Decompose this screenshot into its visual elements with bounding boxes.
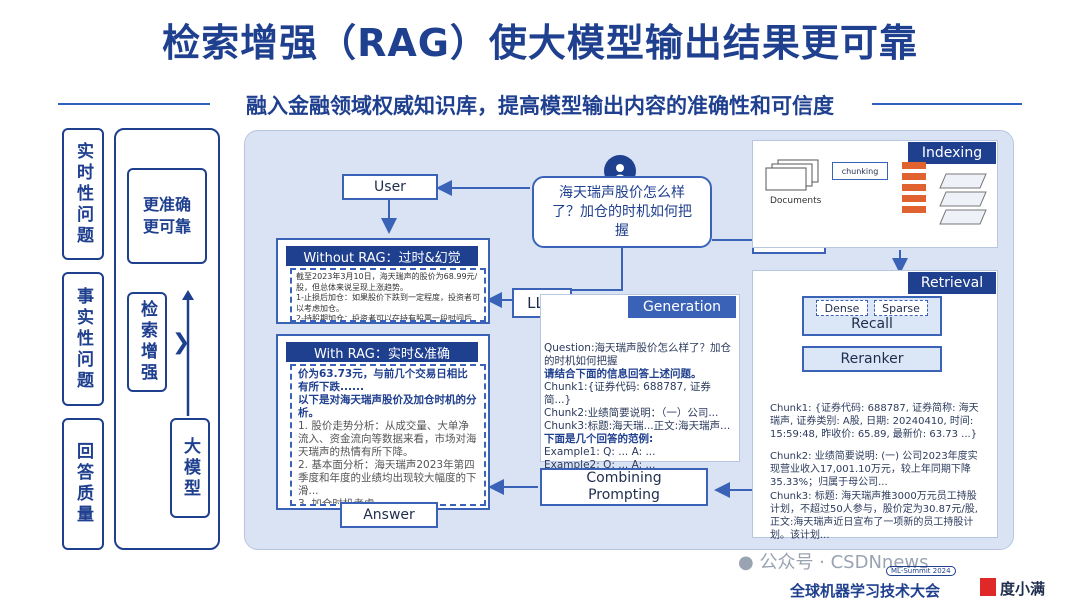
prompt-example-1: Example1: Q: ... A: ...: [544, 446, 656, 458]
with-rag-bold-text: 价为63.73元，与前几个交易日相比有所下跌...... 以下是对海天瑞声股价及…: [298, 368, 477, 419]
retrieval-chunk-1: Chunk1: {证券代码: 688787, 证券简称: 海天瑞声, 证券类别:…: [770, 403, 979, 440]
reranker-node: Reranker: [802, 346, 942, 372]
retrieval-chunk-3: Chunk3: 标题: 海天瑞声推3000万元员工持股计划，不超过50人参与，股…: [770, 491, 978, 541]
subtitle-right-rule: [872, 103, 1022, 105]
conference-name: 全球机器学习技术大会: [790, 582, 941, 600]
chunking-label: chunking: [832, 162, 888, 180]
ml-summit-logo: ML-Summit 2024: [886, 566, 956, 576]
subtitle-left-rule: [58, 103, 210, 105]
combining-prompting-node: Combining Prompting: [540, 468, 708, 506]
prompt-chunk-2: Chunk2:业绩简要说明：（一）公司...: [544, 407, 719, 419]
chunks-stack-icon: [902, 162, 926, 213]
question-bubble: 海天瑞声股价怎么样了？加仓的时机如何把握: [532, 176, 712, 248]
tag-realtime: 实时性问题: [62, 128, 104, 260]
prompt-question: Question:海天瑞声股价怎么样了？加仓的时机如何把握: [544, 342, 731, 367]
dense-label: Dense: [816, 300, 868, 316]
documents-label: Documents: [770, 196, 822, 206]
generation-panel: [540, 294, 740, 462]
without-rag-text: 截至2023年3月10日，海天瑞声的股价为68.99元/股，但总体来说呈现上涨趋…: [296, 272, 480, 322]
sparse-label: Sparse: [874, 300, 928, 316]
page-subtitle: 融入金融领域权威知识库，提高模型输出内容的准确性和可信度: [246, 94, 834, 118]
indexing-header: Indexing: [908, 142, 996, 164]
recall-label: Recall: [851, 316, 893, 332]
brand-logo-icon: [980, 578, 996, 596]
prompt-chunk-1: Chunk1:{证券代码: 688787, 证券简...}: [544, 381, 711, 406]
chevron-right-icon: ❯: [172, 330, 191, 355]
without-rag-dashed: 截至2023年3月10日，海天瑞声的股价为68.99元/股，但总体来说呈现上涨趋…: [290, 268, 486, 322]
generation-header: Generation: [628, 296, 736, 318]
page-title: 检索增强（RAG）使大模型输出结果更可靠: [162, 21, 918, 65]
documents-icon: [765, 159, 819, 191]
tag-answer-quality: 回答质量: [62, 418, 104, 550]
brand-name: 度小满: [1000, 580, 1046, 598]
more-reliable-box: 更准确 更可靠: [127, 168, 207, 264]
wechat-icon: ●: [738, 552, 754, 573]
with-rag-text: 1. 股价走势分析：从成交量、大单净流入、资金流向等数据来看，市场对海天瑞声的热…: [298, 420, 477, 506]
prompt-text: Question:海天瑞声股价怎么样了？加仓的时机如何把握 请结合下面的信息回答…: [544, 342, 734, 485]
retrieval-chunk-2: Chunk2: 业绩简要说明: (一) 公司2023年度实现营业收入17,001…: [770, 451, 978, 488]
answer-node: Answer: [340, 502, 438, 528]
llm-box: 大模型: [170, 418, 210, 518]
user-node: User: [342, 174, 438, 200]
tag-factuality: 事实性问题: [62, 272, 104, 406]
prompt-chunk-3: Chunk3:标题:海天瑞...正文:海天瑞声...: [544, 420, 731, 432]
prompt-examples-header: 下面是几个回答的范例:: [544, 433, 654, 445]
retrieval-header: Retrieval: [908, 272, 996, 294]
with-rag-header: With RAG：实时&准确: [286, 342, 478, 362]
up-arrow-icon: [182, 290, 194, 416]
with-rag-dashed: 价为63.73元，与前几个交易日相比有所下跌...... 以下是对海天瑞声股价及…: [290, 364, 486, 506]
prompt-instruction: 请结合下面的信息回答上述问题。: [544, 368, 702, 380]
vector-index-icon: [939, 173, 987, 225]
without-rag-header: Without RAG：过时&幻觉: [286, 246, 478, 266]
with-rag-panel: [276, 334, 490, 510]
rag-box: 检索增强: [127, 292, 167, 392]
